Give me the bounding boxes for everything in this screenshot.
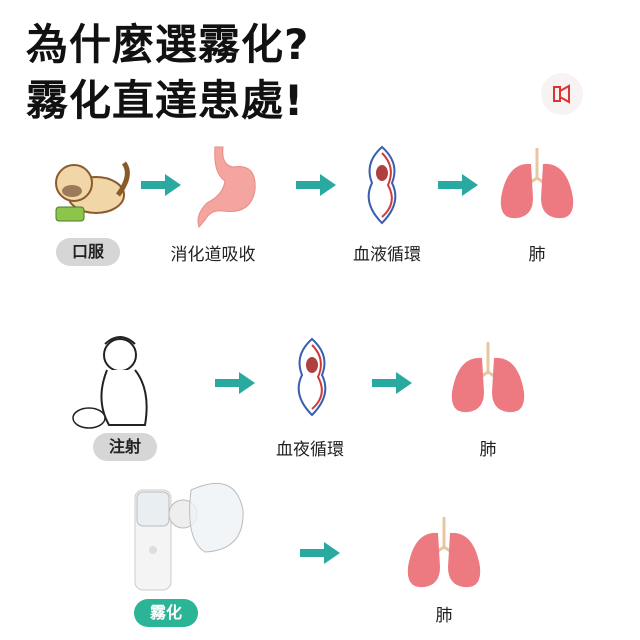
step-label: 肺 xyxy=(528,245,546,265)
blood-circulation-illustration xyxy=(297,337,327,417)
arrow-right-icon xyxy=(438,174,478,196)
arrow-right-icon xyxy=(296,174,336,196)
nurse-injecting-cat-illustration xyxy=(72,336,148,429)
title-line-2: 霧化直達患處! xyxy=(26,76,305,125)
sound-toggle-button[interactable] xyxy=(541,73,583,115)
nebulizer-device-illustration xyxy=(134,482,244,591)
cat-drinking-milk-illustration xyxy=(55,161,130,222)
arrow-right-icon xyxy=(141,174,181,196)
step-label: 肺 xyxy=(479,440,497,460)
title-line-1: 為什麼選霧化? xyxy=(26,20,310,69)
step-label: 消化道吸收 xyxy=(170,245,256,265)
lungs-illustration xyxy=(500,148,574,219)
stomach-illustration xyxy=(197,146,256,228)
badge-injection: 注射 xyxy=(93,433,157,461)
arrow-right-icon xyxy=(215,372,255,394)
step-label: 血夜循環 xyxy=(276,440,344,460)
step-label: 肺 xyxy=(435,606,453,626)
arrow-right-icon xyxy=(372,372,412,394)
step-label: 血液循環 xyxy=(353,245,421,265)
speaker-icon xyxy=(553,84,570,104)
blood-circulation-illustration xyxy=(367,145,397,225)
arrow-right-icon xyxy=(300,542,340,564)
badge-nebulization: 霧化 xyxy=(134,599,198,627)
lungs-illustration xyxy=(451,342,525,413)
badge-oral: 口服 xyxy=(56,238,120,266)
lungs-illustration xyxy=(407,517,481,588)
